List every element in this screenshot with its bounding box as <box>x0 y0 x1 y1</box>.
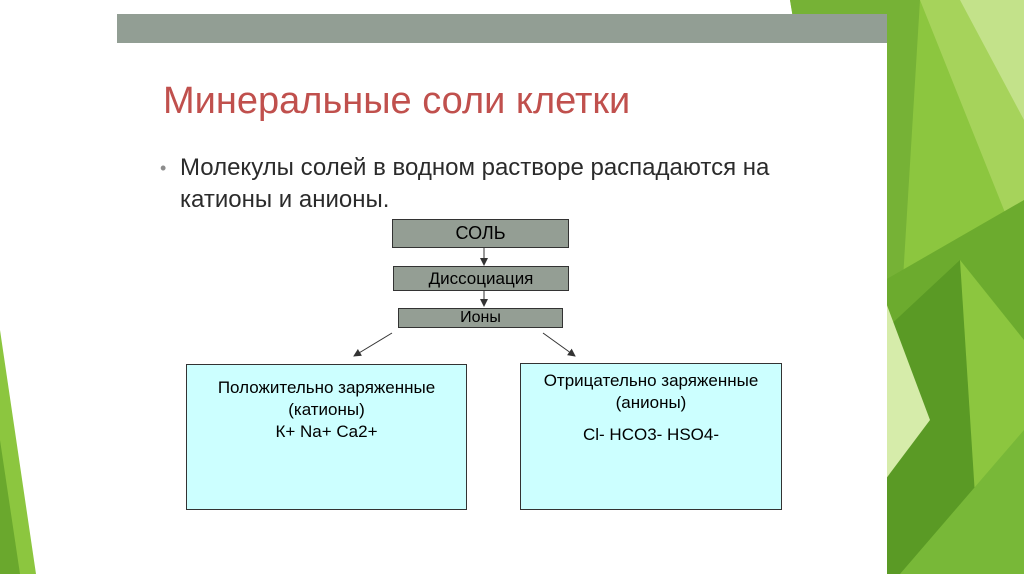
salt-label: СОЛЬ <box>455 223 506 243</box>
ions-box: Ионы <box>398 308 563 328</box>
anions-box: Отрицательно заряженные (анионы) Cl- HCO… <box>520 363 782 510</box>
anions-line-2: (анионы) <box>615 393 687 412</box>
bullet-item: • Молекулы солей в водном растворе распа… <box>160 152 840 216</box>
anions-line-1: Отрицательно заряженные <box>543 371 759 390</box>
cations-line-1: Положительно заряженные <box>217 378 436 397</box>
salt-box: СОЛЬ <box>392 219 569 248</box>
bullet-text: Молекулы солей в водном растворе распада… <box>180 154 770 213</box>
cations-line-2: (катионы) <box>288 400 365 419</box>
anions-line-3: Cl- HCO3- HSO4- <box>582 425 719 444</box>
cations-line-3: К+ Na+ Ca2+ <box>275 422 378 441</box>
ions-label: Ионы <box>460 309 501 326</box>
slide-title: Минеральные соли клетки <box>163 80 631 122</box>
dissociation-label: Диссоциация <box>428 269 534 288</box>
bullet-dot-icon: • <box>160 158 167 178</box>
top-bar <box>117 14 887 43</box>
cations-box: Положительно заряженные (катионы) К+ Na+… <box>186 364 467 510</box>
dissociation-box: Диссоциация <box>393 266 569 291</box>
